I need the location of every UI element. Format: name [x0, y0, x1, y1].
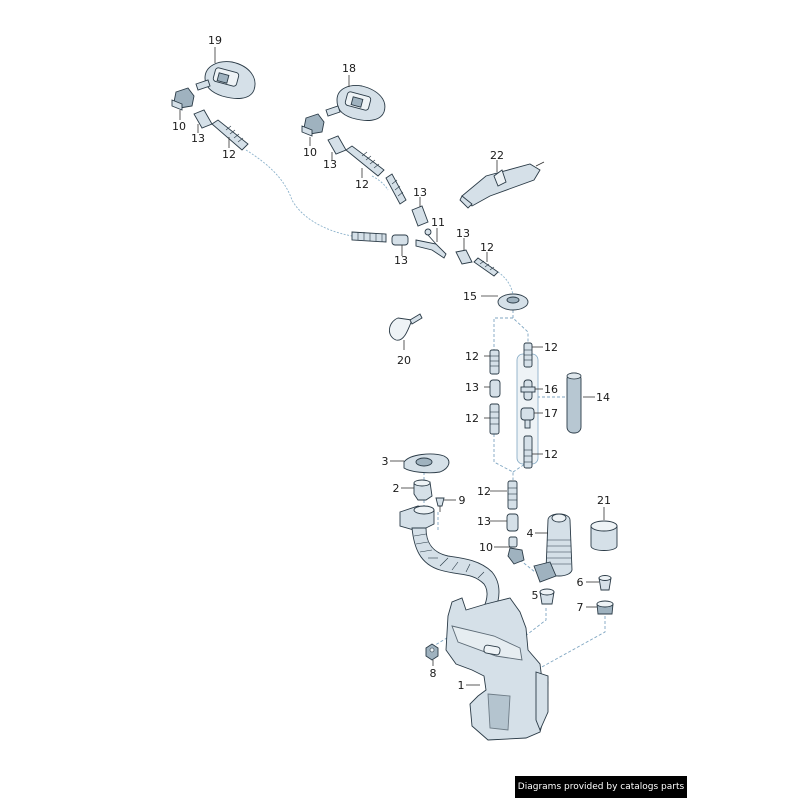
callout-12: 12 [465, 350, 479, 363]
part-7-grommet[interactable] [596, 600, 614, 615]
callout-13: 13 [191, 132, 205, 145]
part-10-connector-left[interactable] [171, 87, 195, 111]
callout-12: 12 [222, 148, 236, 161]
callout-10: 10 [479, 541, 493, 554]
part-22-bracket[interactable] [459, 161, 545, 209]
leader-lines [179, 47, 605, 686]
part-13-hose-connector-y-right[interactable] [455, 249, 473, 265]
part-5-grommet[interactable] [539, 588, 555, 605]
part-3-cap[interactable] [403, 453, 450, 474]
part-19-washer-nozzle-left[interactable] [195, 61, 256, 99]
callout-10: 10 [303, 146, 317, 159]
part-filler-neck[interactable] [399, 505, 500, 613]
part-1-washer-fluid-reservoir[interactable] [445, 597, 549, 741]
part-13-hose-connector-lower[interactable] [506, 513, 519, 532]
part-18-washer-nozzle-right[interactable] [325, 85, 386, 121]
callout-11: 11 [431, 216, 445, 229]
callout-12: 12 [465, 412, 479, 425]
part-13-hose-connector-right[interactable] [327, 135, 347, 155]
callout-4: 4 [527, 527, 534, 540]
callout-15: 15 [463, 290, 477, 303]
callout-6: 6 [577, 576, 584, 589]
callout-19: 19 [208, 34, 222, 47]
part-12-hose-vertical-2[interactable] [489, 403, 500, 435]
callout-20: 20 [397, 354, 411, 367]
credit-banner: Diagrams provided by catalogs parts [515, 776, 687, 798]
callout-21: 21 [597, 494, 611, 507]
callout-22: 22 [490, 149, 504, 162]
part-12-hose-y-right[interactable] [473, 257, 499, 277]
part-4-washer-pump[interactable] [533, 513, 573, 583]
callout-13: 13 [465, 381, 479, 394]
part-10-connector-right[interactable] [301, 113, 325, 137]
part-20-cable-tie[interactable] [389, 313, 423, 341]
callout-9: 9 [459, 494, 466, 507]
part-21-sleeve[interactable] [590, 520, 618, 551]
part-13-hose-connector-middle[interactable] [391, 234, 409, 246]
part-9-expanding-rivet[interactable] [435, 497, 445, 512]
part-12-hose-vertical-4[interactable] [523, 435, 533, 469]
part-10-connector-lower[interactable] [507, 536, 525, 565]
callout-8: 8 [430, 667, 437, 680]
callout-labels: 19 18 10 13 12 10 13 12 13 22 11 13 12 1… [172, 34, 611, 692]
callout-13: 13 [456, 227, 470, 240]
part-12-hose-middle-left[interactable] [351, 231, 387, 243]
callout-12: 12 [477, 485, 491, 498]
callout-12: 12 [480, 241, 494, 254]
callout-12: 12 [544, 341, 558, 354]
callout-14: 14 [596, 391, 610, 404]
part-2-strainer[interactable] [413, 479, 433, 501]
callout-5: 5 [532, 589, 539, 602]
callout-12: 12 [355, 178, 369, 191]
callout-1: 1 [458, 679, 465, 692]
part-13-hose-connector-left[interactable] [193, 109, 213, 129]
part-8-nut[interactable] [425, 643, 439, 661]
callout-13: 13 [323, 158, 337, 171]
part-hose-segment[interactable] [385, 173, 407, 205]
callout-13: 13 [413, 186, 427, 199]
callout-13: 13 [477, 515, 491, 528]
callout-13: 13 [394, 254, 408, 267]
callout-7: 7 [577, 601, 584, 614]
callout-10: 10 [172, 120, 186, 133]
part-14-sleeve[interactable] [566, 372, 582, 434]
part-13-hose-connector[interactable] [411, 205, 429, 227]
callout-16: 16 [544, 383, 558, 396]
callout-18: 18 [342, 62, 356, 75]
part-15-grommet[interactable] [497, 293, 529, 311]
part-13-hose-connector-vertical[interactable] [489, 379, 501, 398]
part-12-hose-right[interactable] [345, 145, 385, 177]
part-6-grommet[interactable] [598, 575, 612, 591]
part-12-hose-left[interactable] [211, 119, 249, 151]
part-17-non-return-valve[interactable] [520, 407, 535, 429]
callout-2: 2 [393, 482, 400, 495]
part-12-hose-vertical-3[interactable] [523, 342, 533, 368]
callout-3: 3 [382, 455, 389, 468]
part-12-hose-vertical-1[interactable] [489, 349, 500, 375]
part-12-hose-lower[interactable] [507, 480, 518, 510]
callout-17: 17 [544, 407, 558, 420]
part-11-y-piece[interactable] [415, 228, 447, 259]
part-16-connector[interactable] [520, 379, 536, 401]
callout-12: 12 [544, 448, 558, 461]
